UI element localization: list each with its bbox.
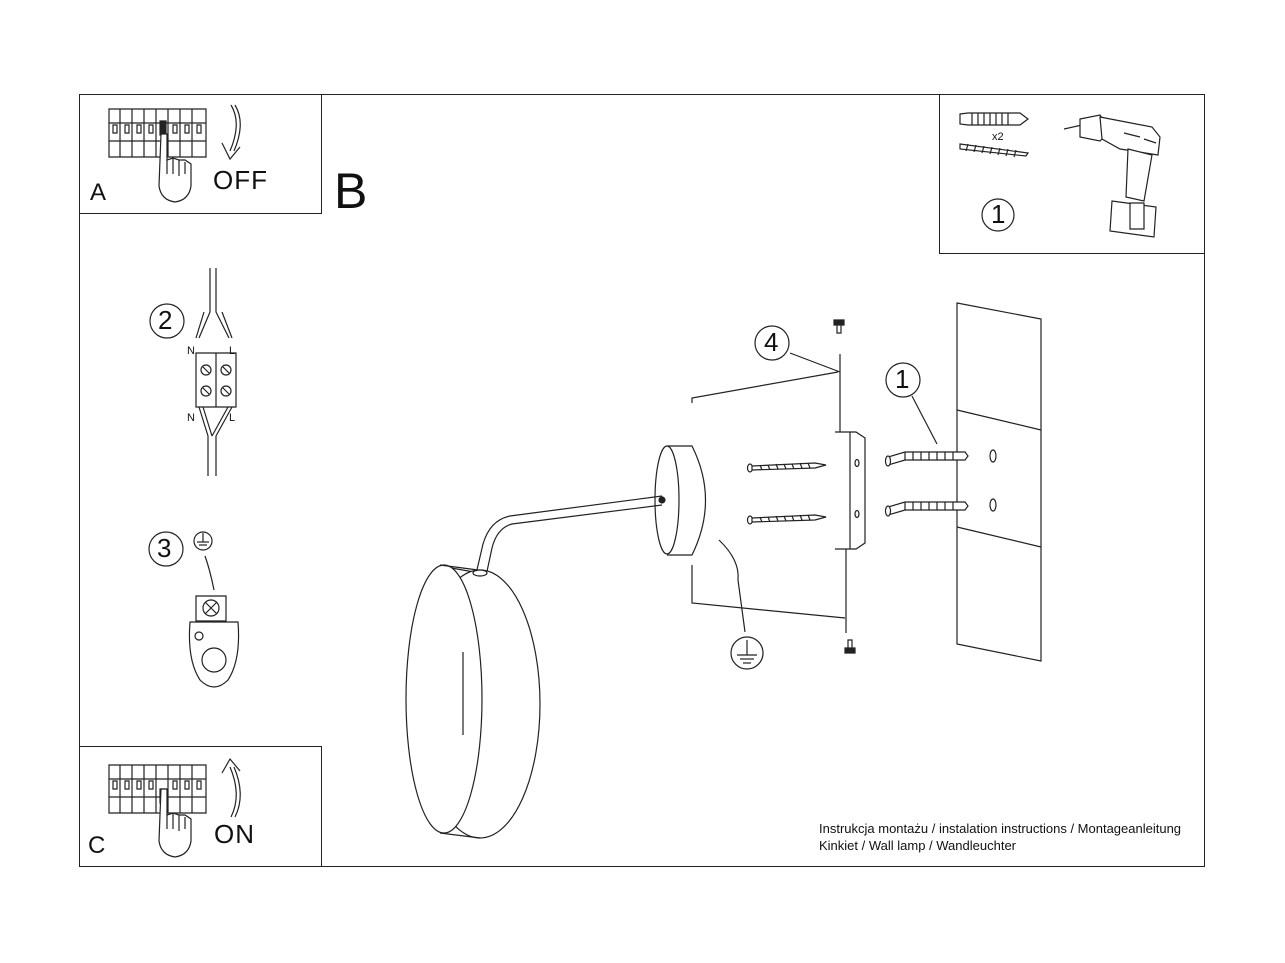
step-1-label: 1 — [991, 199, 1006, 229]
callout-2-label: 2 — [158, 305, 173, 335]
wall-panel — [957, 303, 1041, 661]
panel-c-letter: C — [88, 832, 106, 859]
callout-1-label: 1 — [895, 364, 910, 394]
mounting-bracket — [835, 354, 865, 633]
callout-1-circle — [886, 363, 920, 397]
callout-4-circle — [755, 326, 789, 360]
panel-a-letter: A — [90, 179, 107, 206]
panel-c-power-on: C ON — [79, 746, 322, 867]
caption-line-2: Kinkiet / Wall lamp / Wandleuchter — [819, 838, 1016, 853]
lamp-arm — [476, 496, 662, 576]
hand-pointer-icon — [155, 130, 200, 205]
caption-line-1: Instrukcja montażu / instalation instruc… — [819, 821, 1182, 836]
wall-plug-icon — [886, 502, 969, 516]
wall-plug-icon — [886, 452, 969, 466]
connector-label-l-bottom: L — [229, 412, 236, 424]
breaker-panel-icon — [108, 761, 213, 816]
callout-3-label: 3 — [157, 533, 172, 563]
breaker-panel-icon — [108, 105, 213, 160]
off-label: OFF — [213, 165, 268, 195]
connector-label-n-bottom: N — [187, 412, 195, 424]
screw-icon — [834, 320, 844, 333]
wall-plug-icon — [958, 109, 1030, 129]
step-1-circle — [980, 197, 1016, 233]
connector-label-n-top: N — [187, 345, 195, 357]
quantity-label: x2 — [992, 131, 1004, 143]
panel-a-power-off: A OFF — [79, 94, 322, 214]
connector-label-l-top: L — [229, 345, 236, 357]
arrow-up-icon — [216, 757, 246, 819]
ground-symbol-icon — [731, 637, 763, 669]
screw-icon — [845, 640, 855, 653]
on-label: ON — [214, 819, 255, 849]
screw-icon — [748, 515, 827, 524]
lamp-canopy — [655, 446, 706, 555]
hand-pointer-icon — [155, 785, 200, 860]
instruction-sheet-frame — [79, 94, 1205, 867]
ring-lampshade — [406, 565, 540, 838]
arrow-down-icon — [216, 103, 246, 161]
callout-4-label: 4 — [764, 327, 779, 357]
drill-icon — [1060, 109, 1180, 237]
screw-icon — [748, 463, 827, 472]
screw-icon — [958, 141, 1030, 159]
section-b-letter: B — [334, 163, 368, 219]
panel-step-1-tools: x2 1 — [939, 94, 1205, 254]
